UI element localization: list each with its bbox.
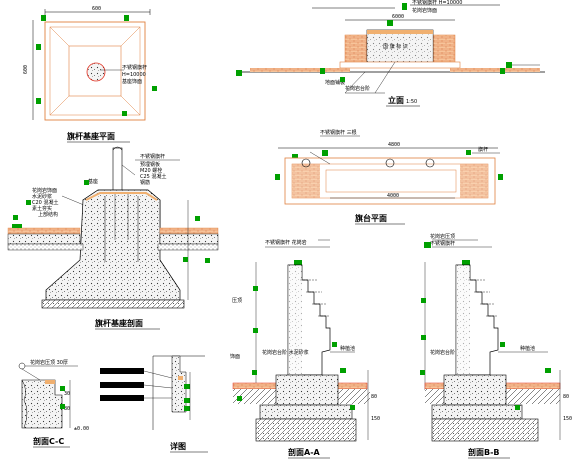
svg-text:素土夯实: 素土夯实 xyxy=(32,205,52,212)
elevation-title: 立面 xyxy=(388,95,404,105)
svg-text:基座: 基座 xyxy=(88,178,98,185)
plan-dim-left: 600 xyxy=(23,65,29,74)
section-c-title: 剖面C-C xyxy=(33,436,64,446)
svg-text:压顶: 压顶 xyxy=(232,298,242,304)
svg-text:不锈钢旗杆: 不锈钢旗杆 xyxy=(430,240,455,247)
svg-text:旗杆: 旗杆 xyxy=(478,146,488,153)
elevation-scale: 1:50 xyxy=(406,99,417,105)
flagpole-base-section: 不锈钢旗杆 预埋钢板 M20 螺栓 C25 混凝土 钢筋 基座 花岗岩饰面 水泥… xyxy=(7,146,219,330)
elevation-dim-top: 6000 xyxy=(392,14,404,20)
section-b-view: 花岗岩压顶 不锈钢旗杆 种植池 花岗岩台阶 80 xyxy=(420,233,572,459)
platform-dim-bottom: 4000 xyxy=(387,193,399,199)
svg-text:不锈钢旗杆 花岗岩: 不锈钢旗杆 花岗岩 xyxy=(265,239,307,246)
section-a-title: 剖面A-A xyxy=(288,447,321,457)
svg-text:C25 混凝土: C25 混凝土 xyxy=(140,173,166,180)
platform-plan-title: 旗台平面 xyxy=(355,213,387,223)
plan-dim-top: 600 xyxy=(92,6,101,12)
section-c-view: 花岗岩压顶 30厚 30 80 ±0.00 剖面C-C xyxy=(18,359,89,448)
svg-text:钢筋: 钢筋 xyxy=(140,179,150,186)
svg-text:花岗岩压顶 30厚: 花岗岩压顶 30厚 xyxy=(30,359,68,366)
svg-text:花岗岩台阶 水泥砂浆: 花岗岩台阶 水泥砂浆 xyxy=(262,349,309,356)
svg-text:水泥砂浆: 水泥砂浆 xyxy=(32,193,52,200)
svg-text:不锈钢旗杆 三根: 不锈钢旗杆 三根 xyxy=(320,129,357,136)
svg-text:基座饰面: 基座饰面 xyxy=(122,78,142,85)
plan-view-title: 旗杆基座平面 xyxy=(67,131,115,141)
svg-text:花岗岩饰面: 花岗岩饰面 xyxy=(32,187,57,194)
svg-text:种植池: 种植池 xyxy=(520,345,535,352)
svg-text:国 旗 标 识: 国 旗 标 识 xyxy=(383,43,408,50)
detail-title: 详图 xyxy=(170,441,186,451)
svg-text:花岗岩压顶: 花岗岩压顶 xyxy=(430,233,455,240)
svg-text:种植池: 种植池 xyxy=(340,345,355,352)
svg-text:80: 80 xyxy=(64,406,70,412)
svg-text:花岗岩饰面: 花岗岩饰面 xyxy=(412,7,437,14)
svg-text:150: 150 xyxy=(563,416,572,422)
platform-dim-top: 4800 xyxy=(388,142,400,148)
svg-text:预埋钢板: 预埋钢板 xyxy=(140,161,160,168)
svg-text:地面铺装: 地面铺装 xyxy=(325,79,345,86)
svg-text:C20 混凝土: C20 混凝土 xyxy=(32,199,58,206)
section-a-view: 不锈钢旗杆 花岗岩 压顶 饰面 种植池 花岗岩台阶 水泥砂浆 xyxy=(230,239,380,459)
svg-text:不锈钢旗杆: 不锈钢旗杆 xyxy=(140,153,165,160)
platform-plan-view: 不锈钢旗杆 三根 4800 旗杆 4000 旗台平面 xyxy=(275,129,503,225)
detail-view: 详图 xyxy=(100,355,208,453)
svg-text:花岗岩台阶: 花岗岩台阶 xyxy=(430,349,455,356)
svg-text:H=10000: H=10000 xyxy=(122,72,146,78)
svg-text:花岗岩台阶: 花岗岩台阶 xyxy=(345,85,370,92)
svg-text:80: 80 xyxy=(371,394,377,400)
svg-text:±0.00: ±0.00 xyxy=(74,426,89,432)
svg-text:30: 30 xyxy=(64,391,70,397)
svg-text:80: 80 xyxy=(563,394,569,400)
flagpole-base-plan-view: 600 600 不锈钢旗杆 H=10000 基座饰面 旗杆基座平面 xyxy=(23,6,157,143)
elevation-view: 不锈钢旗杆 H=10000 花岗岩饰面 6000 国 旗 标 识 地面铺装 花岗… xyxy=(236,0,545,107)
base-section-title: 旗杆基座剖面 xyxy=(95,318,143,328)
svg-text:不锈钢旗杆 H=10000: 不锈钢旗杆 H=10000 xyxy=(412,0,462,6)
section-b-title: 剖面B-B xyxy=(468,447,500,457)
svg-text:上部结构: 上部结构 xyxy=(38,211,58,218)
svg-text:饰面: 饰面 xyxy=(230,353,240,360)
svg-text:150: 150 xyxy=(371,416,380,422)
svg-text:不锈钢旗杆: 不锈钢旗杆 xyxy=(122,64,147,71)
svg-text:M20 螺栓: M20 螺栓 xyxy=(140,167,162,174)
